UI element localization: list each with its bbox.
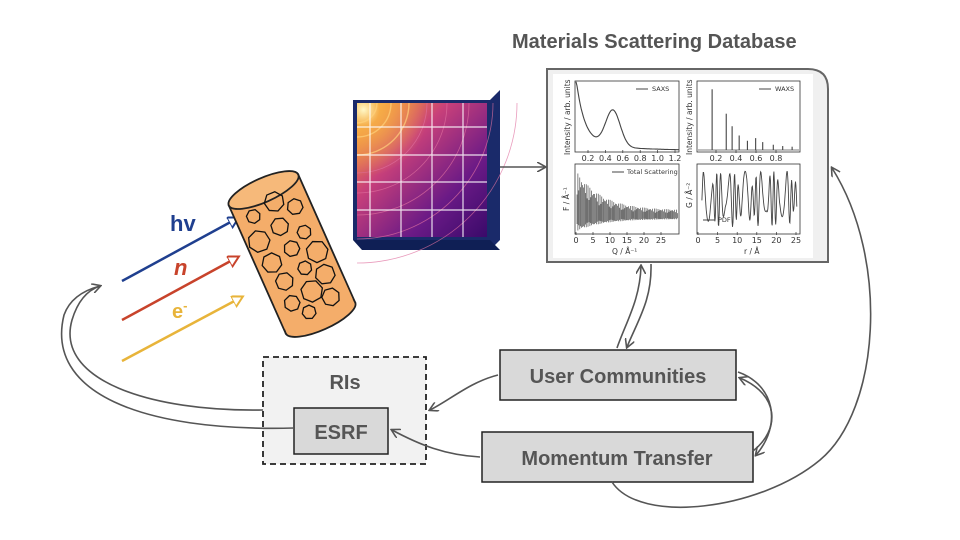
esrf-box xyxy=(293,407,389,455)
tick-label: 15 xyxy=(622,236,632,245)
tick-label: 0.8 xyxy=(770,154,783,163)
sample-particle xyxy=(321,287,340,307)
pdf-plot: PDF G / Å⁻² r / Å 0 5 10 15 20 25 xyxy=(685,163,801,256)
total-xlabel: Q / Å⁻¹ xyxy=(612,247,637,256)
database-title: Materials Scattering Database xyxy=(512,31,797,53)
momentum-to-database-arrow xyxy=(611,168,872,508)
total-xticks: 0 5 10 15 20 25 xyxy=(573,232,666,245)
users-to-database-arrow xyxy=(616,266,641,349)
esrf-label: ESRF xyxy=(314,422,367,444)
sample-particle xyxy=(283,240,301,258)
waxs-xticks: 0.2 0.4 0.6 0.8 xyxy=(710,150,783,163)
diffraction-ring xyxy=(356,102,410,156)
momentum-transfer-box xyxy=(481,431,754,483)
tick-label: 1.2 xyxy=(669,154,682,163)
pdf-curve xyxy=(701,170,798,227)
sample-particle xyxy=(286,198,304,216)
sample-particle xyxy=(261,252,283,273)
electron-label: e- xyxy=(172,298,187,323)
sample-particle xyxy=(247,230,271,254)
sample-particle xyxy=(305,240,329,264)
tick-label: 1.0 xyxy=(651,154,664,163)
user-communities-box xyxy=(499,349,737,401)
electron-superscript: - xyxy=(183,298,187,313)
sample-particle xyxy=(296,224,312,240)
detector-grid xyxy=(357,103,487,237)
tick-label: 0.2 xyxy=(710,154,723,163)
saxs-legend: SAXS xyxy=(652,85,669,93)
waxs-plot: WAXS Intensity / arb. units 0.2 0.4 0.6 0.8 xyxy=(685,79,801,163)
electron-beam-arrow xyxy=(121,297,242,363)
momentum-transfer-label: Momentum Transfer xyxy=(521,448,712,470)
tick-label: 0.2 xyxy=(582,154,595,163)
pdf-xticks: 0 5 10 15 20 25 xyxy=(695,232,801,245)
tick-label: 25 xyxy=(656,236,666,245)
sample-particle xyxy=(263,190,285,212)
saxs-xticks: 0.2 0.4 0.6 0.8 1.0 1.2 xyxy=(582,150,682,163)
neutron-beam-arrow xyxy=(121,257,238,322)
waxs-ylabel: Intensity / arb. units xyxy=(685,79,694,155)
saxs-ylabel: Intensity / arb. units xyxy=(563,79,572,155)
momentum-to-esrf-arrow xyxy=(392,430,481,458)
waxs-legend: WAXS xyxy=(775,85,794,93)
sample-particle xyxy=(315,263,336,285)
sample-particle xyxy=(245,208,261,225)
database-to-users-arrow xyxy=(627,263,652,347)
electron-letter: e xyxy=(172,301,183,323)
diffraction-ring xyxy=(356,102,378,124)
esrf-to-probes-arrow xyxy=(60,285,295,430)
tick-label: 20 xyxy=(639,236,649,245)
tick-label: 10 xyxy=(605,236,615,245)
sample-cylinder xyxy=(227,170,357,338)
tick-label: 20 xyxy=(771,236,781,245)
waxs-peaks xyxy=(698,89,799,151)
total-scattering-curve xyxy=(576,173,678,231)
photon-label: hv xyxy=(170,211,196,236)
users-to-ris-arrow xyxy=(430,374,499,410)
tick-label: 15 xyxy=(752,236,762,245)
total-ylabel: F / Å⁻¹ xyxy=(562,187,571,211)
tick-label: 0 xyxy=(695,236,700,245)
scattering-plots: SAXS Intensity / arb. units 0.2 0.4 0.6 0.8… xyxy=(562,79,801,256)
tick-label: 0.6 xyxy=(750,154,763,163)
connector-arrows xyxy=(60,167,872,508)
diffraction-ring xyxy=(356,102,428,174)
user-communities-label: User Communities xyxy=(530,366,707,388)
pdf-xlabel: r / Å xyxy=(744,247,760,256)
sample-particle xyxy=(274,272,294,291)
tick-label: 5 xyxy=(715,236,720,245)
tick-label: 0.4 xyxy=(599,154,612,163)
neutron-label: n xyxy=(174,255,187,280)
tick-label: 0.4 xyxy=(730,154,743,163)
sample-particle xyxy=(270,217,290,237)
diffraction-ring xyxy=(356,102,448,194)
tick-label: 5 xyxy=(590,236,595,245)
sample-particle xyxy=(297,260,313,276)
total-legend: Total Scattering xyxy=(626,168,678,176)
sample-particle xyxy=(301,304,317,320)
tick-label: 10 xyxy=(732,236,742,245)
sample-particle xyxy=(300,280,324,303)
saxs-plot: SAXS Intensity / arb. units 0.2 0.4 0.6 0.8… xyxy=(563,79,681,163)
detector-image xyxy=(353,90,518,264)
pdf-legend: PDF xyxy=(718,216,731,224)
diffraction-ring xyxy=(356,102,518,264)
ris-to-probes-arrow xyxy=(69,286,264,411)
tick-label: 25 xyxy=(791,236,801,245)
saxs-curve xyxy=(575,81,679,151)
diffraction-ring xyxy=(356,102,494,240)
ris-label: RIs xyxy=(329,372,360,394)
pdf-ylabel: G / Å⁻² xyxy=(685,183,694,208)
tick-label: 0.8 xyxy=(634,154,647,163)
photon-beam-arrow xyxy=(121,218,238,283)
tick-label: 0.6 xyxy=(616,154,629,163)
sample-particle xyxy=(283,294,301,312)
users-to-momentum-arrow xyxy=(737,371,773,455)
tick-label: 0 xyxy=(573,236,578,245)
sample-particles xyxy=(245,190,340,320)
total-scattering-plot: Total Scattering F / Å⁻¹ Q / Å⁻¹ 0 5 10 15 2… xyxy=(562,163,680,256)
